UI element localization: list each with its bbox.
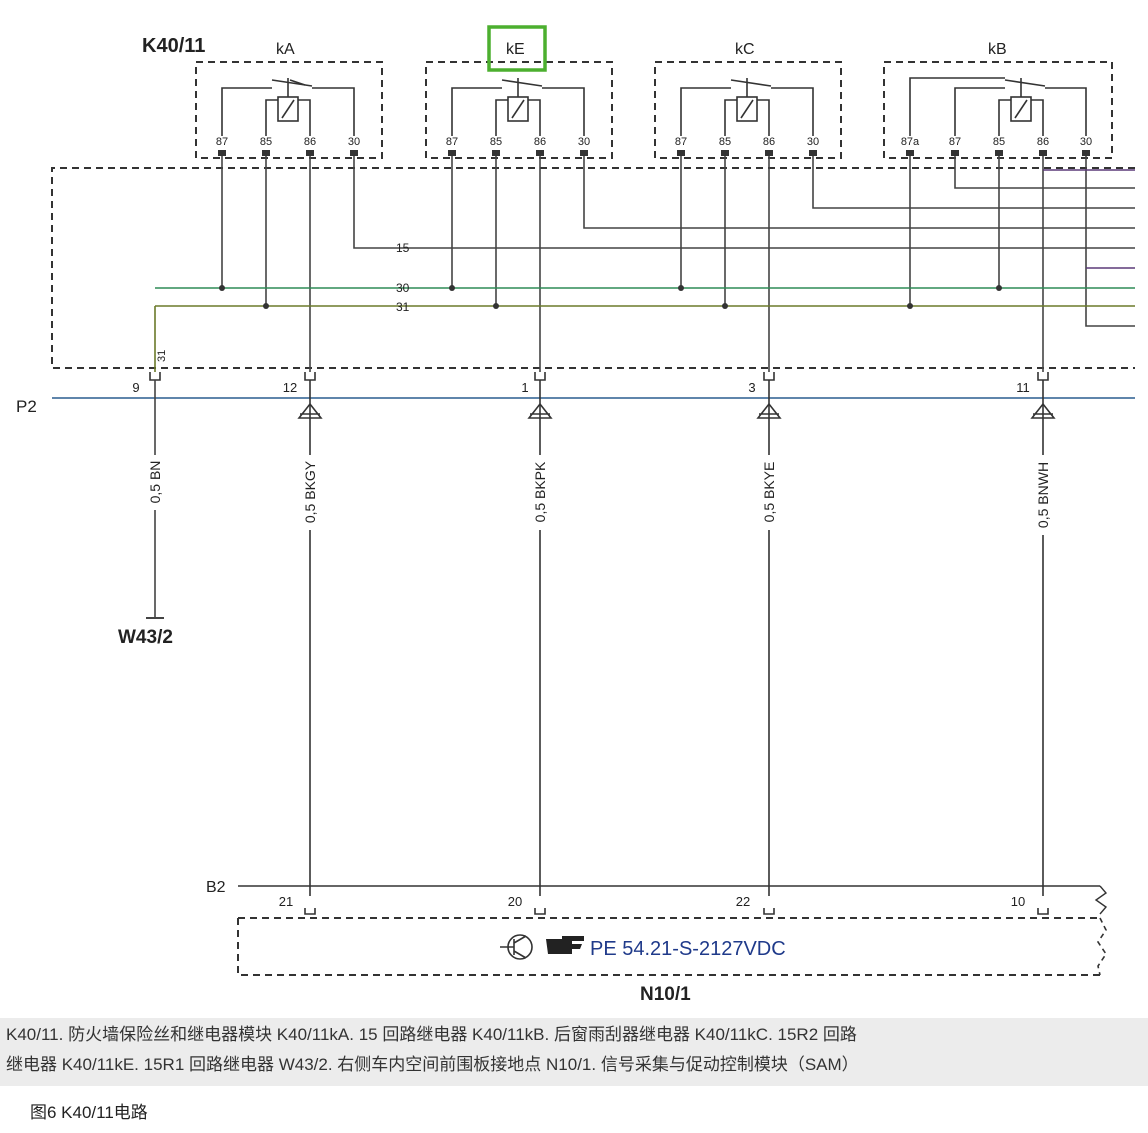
legend-line-1: K40/11. 防火墙保险丝和继电器模块 K40/11kA. 15 回路继电器 …	[6, 1025, 857, 1044]
p2-pin-label: 9	[132, 380, 139, 395]
relay-label-kb: kB	[988, 41, 1007, 58]
p2-pin-label: 11	[1016, 380, 1030, 395]
ground-label: W43/2	[118, 627, 173, 648]
pin-label: 30	[348, 136, 360, 148]
pin-label: 87	[216, 136, 228, 148]
legend-line-2: 继电器 K40/11kE. 15R1 回路继电器 W43/2. 右侧车内空间前围…	[6, 1055, 859, 1074]
pin-label: 87a	[901, 136, 920, 148]
pin-label: 87	[446, 136, 458, 148]
bus-label-15: 15	[396, 241, 410, 255]
pin-label: 86	[1037, 136, 1049, 148]
pointing-hand-icon	[546, 936, 584, 954]
pin-label: 85	[260, 136, 272, 148]
pin-label: 85	[993, 136, 1005, 148]
pin-label: 86	[763, 136, 775, 148]
bus-label-30: 30	[396, 281, 410, 295]
p2-pin-label: 3	[748, 380, 755, 395]
connector-b2-label: B2	[206, 879, 226, 896]
wire-label-bkpk: 0,5 BKPK	[532, 461, 548, 522]
module-label: K40/11	[142, 35, 205, 57]
wire-label-bn: 0,5 BN	[147, 461, 163, 504]
pin-label: 85	[719, 136, 731, 148]
vertical-label-31: 31	[156, 350, 168, 362]
pin-label: 87	[675, 136, 687, 148]
wire-label-bkye: 0,5 BKYE	[761, 462, 777, 523]
relay-label-ke: kE	[506, 41, 525, 58]
pin-label: 30	[578, 136, 590, 148]
pin-label: 30	[807, 136, 819, 148]
wire-label-bnwh: 0,5 BNWH	[1035, 462, 1051, 528]
b2-pin-label: 20	[508, 894, 522, 909]
p2-pin-label: 1	[521, 380, 528, 395]
b2-pin-label: 21	[279, 894, 293, 909]
k40-11-circuit-diagram: K40/11 kA kE kC kB 87 85 86 30 87 85 86 …	[16, 25, 1135, 1000]
connector-p2-label: P2	[16, 397, 37, 416]
pin-label: 85	[490, 136, 502, 148]
wire-label-bkgy: 0,5 BKGY	[302, 460, 318, 523]
figure-caption: 图6 K40/11电路	[30, 1103, 148, 1122]
relay-label-kc: kC	[735, 41, 755, 58]
p2-pin-label: 12	[283, 380, 297, 395]
pin-label: 87	[949, 136, 961, 148]
b2-pin-label: 22	[736, 894, 750, 909]
sam-reference-link[interactable]: PE 54.21-S-2127VDC	[590, 938, 786, 960]
bus-label-31: 31	[396, 300, 410, 314]
relay-label-ka: kA	[276, 41, 295, 58]
pin-label: 86	[534, 136, 546, 148]
relay-ke-highlight	[487, 25, 547, 72]
pin-label: 30	[1080, 136, 1092, 148]
legend: K40/11. 防火墙保险丝和继电器模块 K40/11kA. 15 回路继电器 …	[0, 1018, 1148, 1086]
sam-label: N10/1	[640, 984, 691, 1000]
b2-pin-label: 10	[1011, 894, 1025, 909]
pin-label: 86	[304, 136, 316, 148]
transistor-icon	[500, 934, 533, 960]
